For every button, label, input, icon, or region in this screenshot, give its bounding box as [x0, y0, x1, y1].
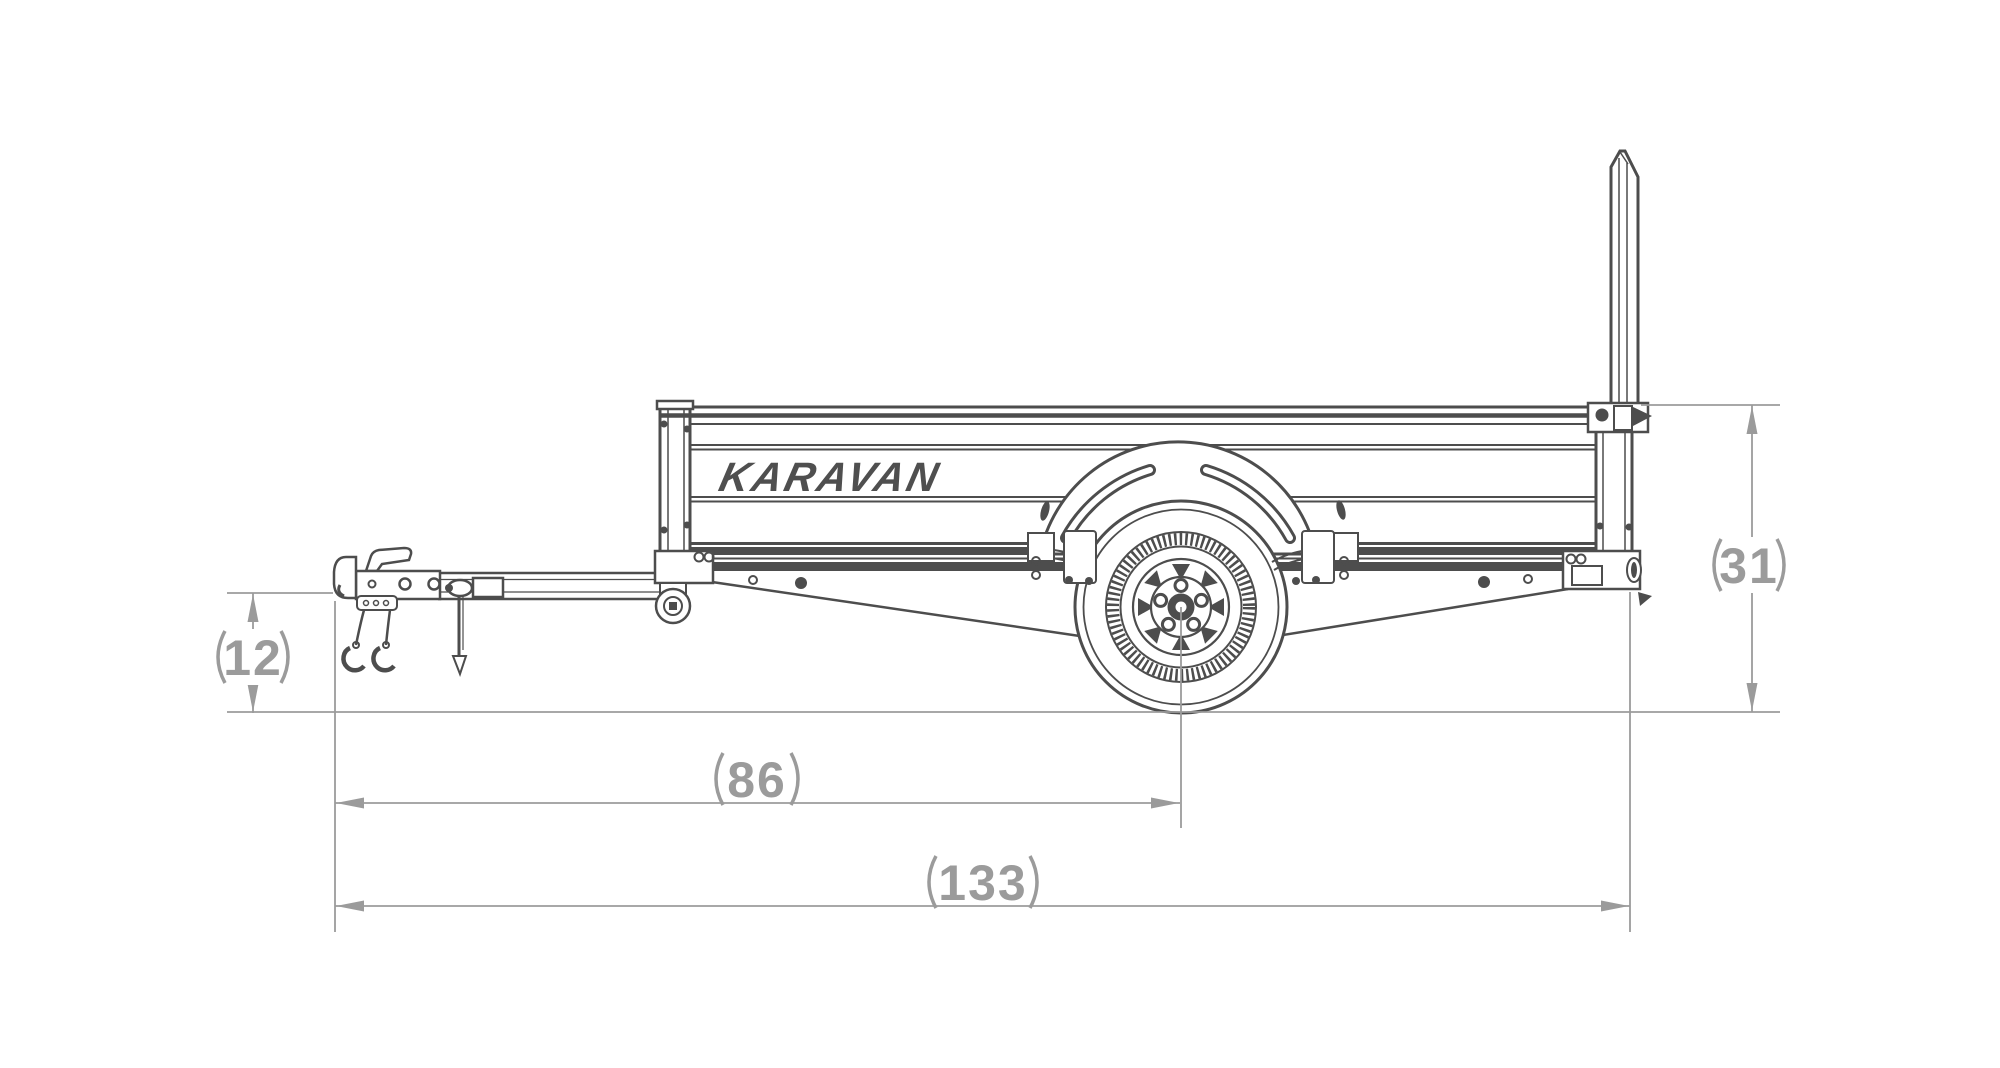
safety-chains: [341, 609, 396, 673]
rear-corner-bracket: [1478, 549, 1652, 606]
dimension-label-overall-length: 133: [938, 855, 1027, 911]
rear-ramp-bar: [1609, 149, 1640, 407]
tongue-assembly: [332, 546, 661, 677]
fender-guard-right: [1200, 464, 1296, 544]
fender-guard-left: [1060, 464, 1156, 544]
dimension-coupler-height: 12: [216, 593, 290, 713]
dimension-bed-side-height: 31: [1712, 405, 1786, 712]
brand-logo: KARAVAN: [715, 453, 946, 499]
dimension-coupler-to-axle: 86: [335, 752, 1180, 809]
ramp-latch: [1586, 401, 1652, 434]
dimension-label-coupler-to-axle: 86: [727, 752, 787, 808]
wheel-lug-nuts: [1153, 578, 1209, 632]
tongue-label-plate: [471, 576, 505, 599]
dimension-label-coupler-height: 12: [223, 630, 283, 686]
chain-hook-right: [371, 645, 396, 673]
suspension: [1027, 530, 1359, 585]
dimension-overall-length: 133: [335, 855, 1630, 912]
brand-logo-text: KARAVAN: [715, 453, 946, 499]
chain-hook-left: [341, 645, 366, 673]
dimension-annotations: 12 31 86 133: [216, 404, 1786, 932]
front-caster-roller: [654, 587, 692, 625]
coupler: [332, 546, 442, 611]
dimension-label-bed-side-height: 31: [1719, 538, 1779, 594]
wheel-spoke-vents: [1138, 564, 1224, 650]
tongue-jack: [445, 578, 474, 677]
